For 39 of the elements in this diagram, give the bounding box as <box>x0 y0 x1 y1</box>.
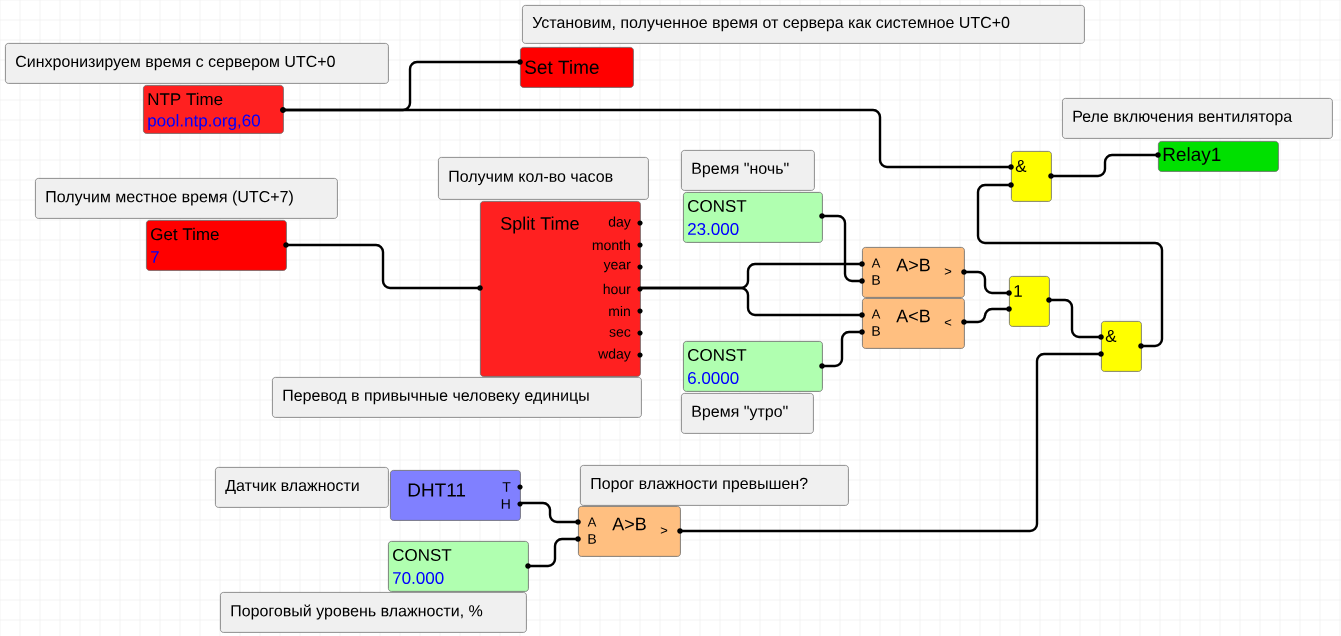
connector <box>1050 153 1160 178</box>
comment-box: Реле включения вентилятора <box>1062 98 1333 139</box>
comment-box: Время "ночь" <box>681 150 815 191</box>
function-block: CONST 6.0000 <box>683 341 825 392</box>
comparator-block: A B A>B > <box>575 506 683 557</box>
connector <box>976 183 1164 348</box>
function-block: Relay1 <box>1155 141 1279 172</box>
connector <box>282 108 1013 169</box>
function-block: Get Time 7 <box>146 220 289 271</box>
comment-box: Порог влажности превышен? <box>580 465 849 506</box>
function-block: NTP Time pool.ntp.org,60 <box>143 85 286 134</box>
comparator-block: A B A<B < <box>859 298 967 349</box>
function-block: Split Time day month year hour min sec wday <box>477 201 643 377</box>
comment-box: Синхронизируем время с сервером UTC+0 <box>5 43 389 84</box>
connector <box>963 307 1011 324</box>
connector <box>519 501 580 524</box>
comment-box: Время "утро" <box>681 393 814 434</box>
function-block: Set Time <box>517 47 634 88</box>
comment-box: Пороговый уровень влажности, % <box>220 592 527 633</box>
comment-box: Получим местное время (UTC+7) <box>35 178 338 219</box>
connector <box>1048 298 1103 339</box>
connector <box>963 270 1011 295</box>
connector <box>285 243 482 290</box>
logic-gate: & <box>1008 151 1054 202</box>
comment-box: Получим кол-во часов <box>438 157 649 200</box>
comparator-block: A B A>B > <box>859 247 967 298</box>
function-block: CONST 70.000 <box>388 541 531 592</box>
comment-box: Перевод в привычные человеку единицы <box>272 377 642 418</box>
comment-box: Датчик влажности <box>215 467 389 508</box>
function-block: CONST 23.000 <box>683 192 825 243</box>
logic-gate: & <box>1098 321 1144 372</box>
connector <box>679 352 1103 533</box>
sensor-block: DHT11 T H <box>390 470 523 521</box>
connector <box>821 330 864 368</box>
logic-gate: 1 <box>1006 276 1052 327</box>
connector <box>639 286 864 317</box>
connector <box>527 537 580 568</box>
connector <box>821 214 864 283</box>
comment-box: Установим, полученное время от сервера как системное UTC+0 <box>522 5 1085 44</box>
